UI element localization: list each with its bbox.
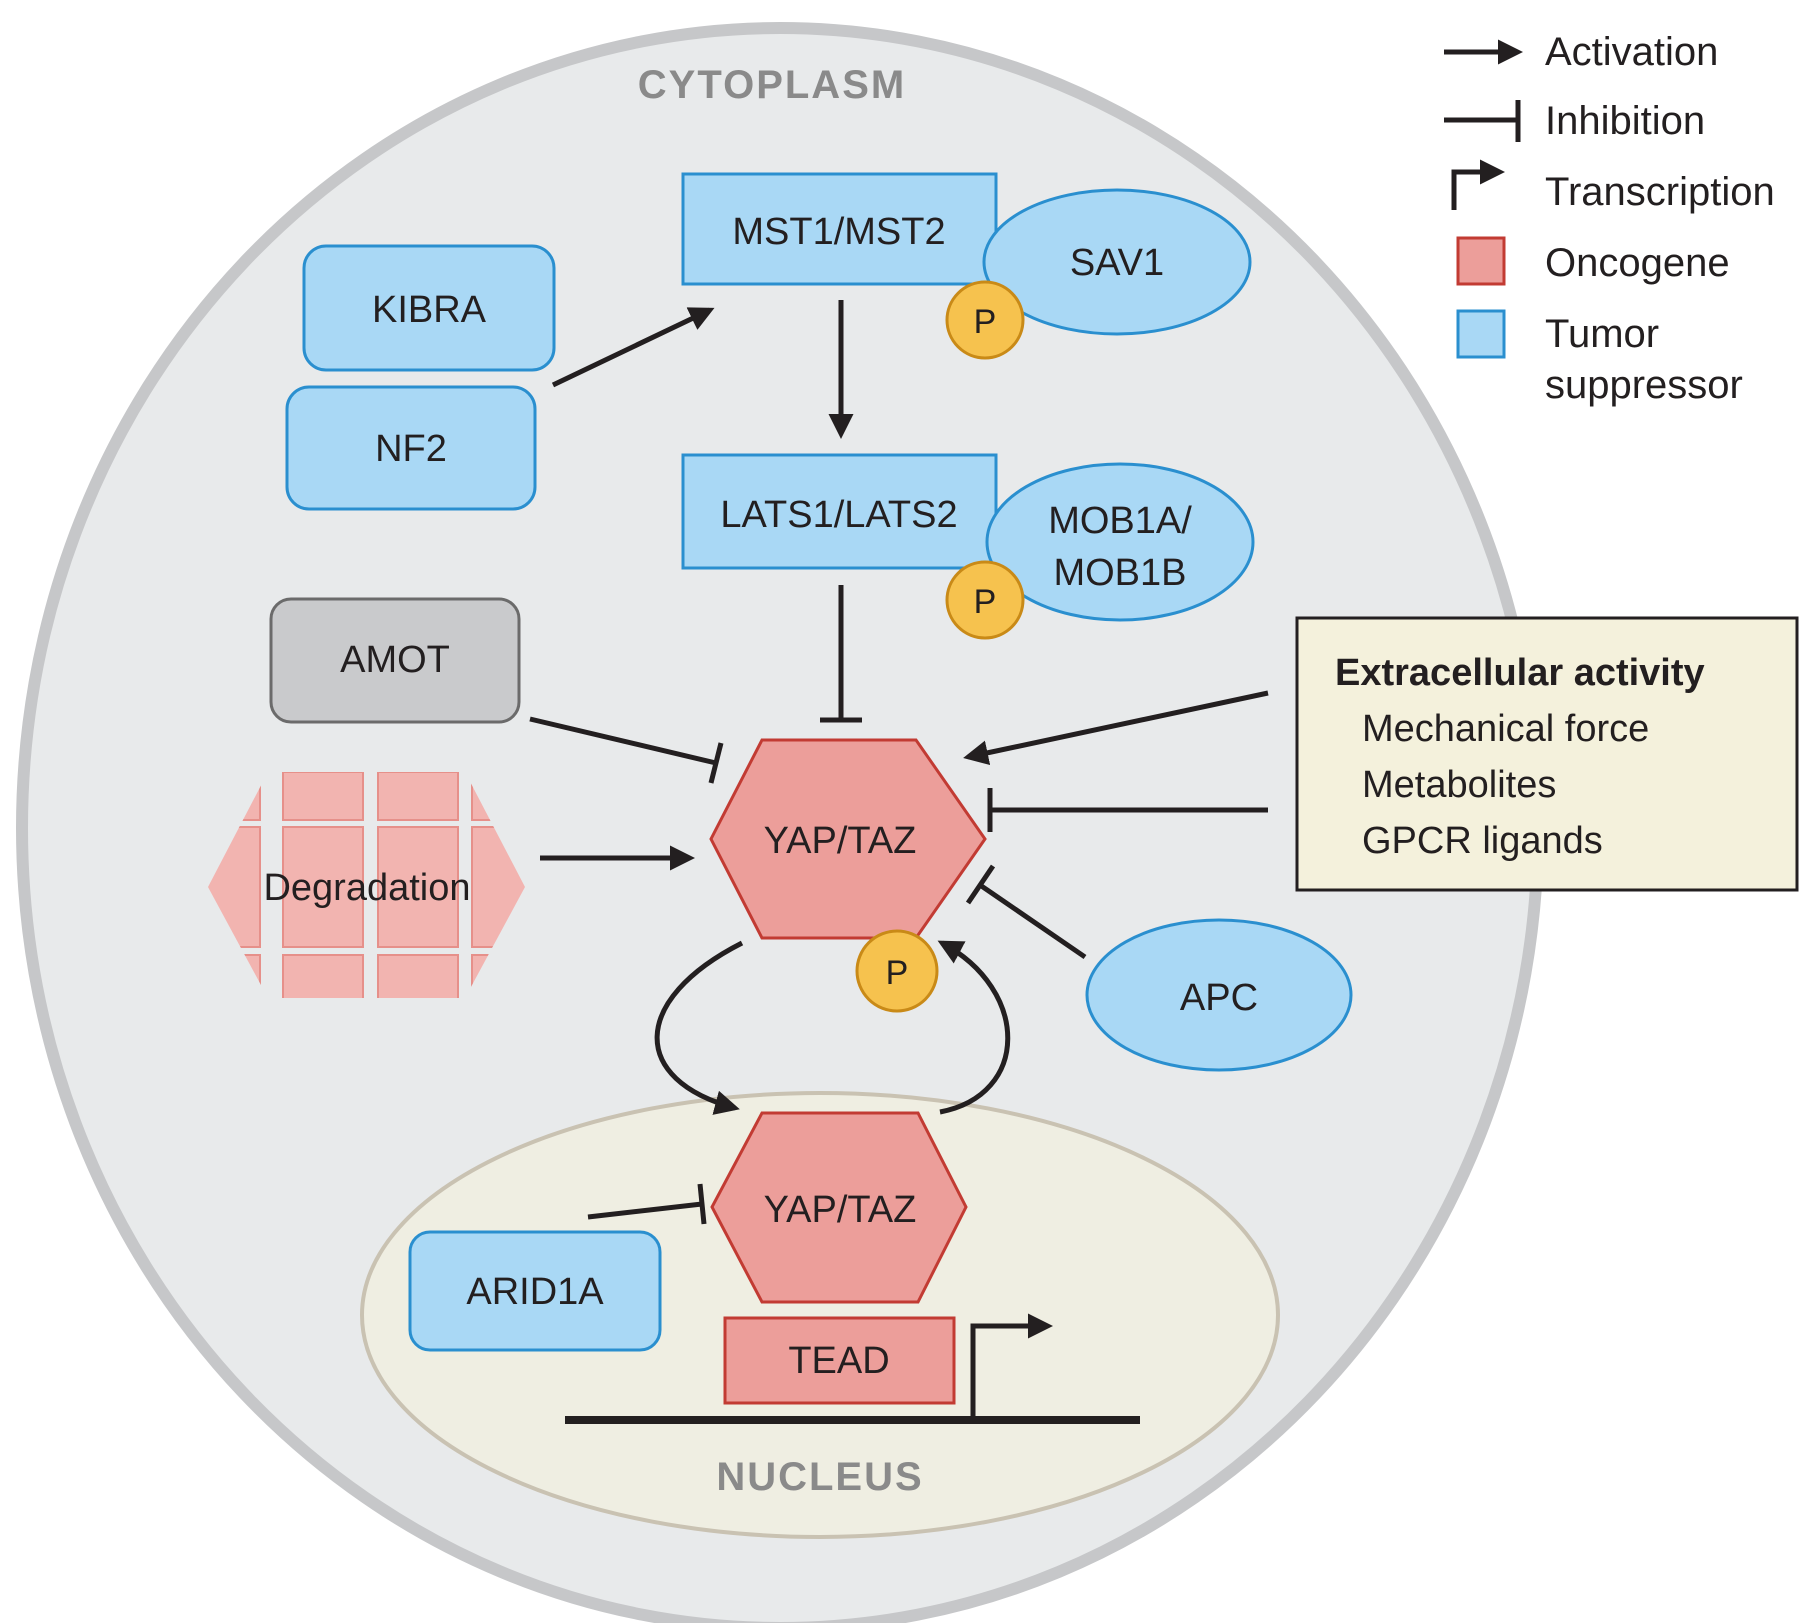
inhibition-bar-arid1a (697, 1183, 707, 1225)
amot-node (269, 597, 521, 724)
tead-label: TEAD (788, 1340, 889, 1382)
phosphate-lats-label: P (974, 583, 997, 621)
extracellular-activity-box: Extracellular activity Mechanical force … (1295, 616, 1799, 892)
amot-label: AMOT (340, 639, 450, 681)
phosphate-mst (945, 280, 1025, 360)
extracellular-title: Extracellular activity (1335, 652, 1705, 694)
inhibition-amot-to-yaptaz (529, 716, 717, 766)
legend-oncogene-label: Oncogene (1545, 241, 1730, 285)
sav1-node (982, 188, 1252, 336)
activation-arrow-extracellular-to-yaptaz (963, 690, 1269, 766)
extracellular-item-3: GPCR ligands (1362, 820, 1603, 862)
apc-node (1085, 918, 1353, 1072)
legend: Activation Inhibition Transcription Onco… (1444, 30, 1775, 407)
inhibition-bar-amot (708, 742, 724, 784)
degradation-label: Degradation (263, 867, 470, 909)
arid1a-node (408, 1230, 662, 1352)
activation-arrow-kibra-nf2-to-mst (551, 307, 715, 388)
arid1a-label: ARID1A (466, 1271, 604, 1313)
extracellular-item-2: Metabolites (1362, 764, 1556, 806)
mob1-node (985, 462, 1255, 622)
legend-inhibition-label: Inhibition (1545, 99, 1705, 143)
yaptaz-nucleus-node (710, 1111, 968, 1304)
mob1-label-line1: MOB1A/ (1048, 500, 1192, 542)
legend-tumor-suppressor-swatch (1456, 309, 1506, 359)
yaptaz-nucleus-label: YAP/TAZ (764, 1189, 917, 1231)
mst-label: MST1/MST2 (732, 211, 945, 253)
legend-tumor-suppressor-label-1: Tumor (1545, 312, 1659, 356)
phosphate-yaptaz (855, 929, 939, 1013)
mob1-label-line2: MOB1B (1053, 552, 1186, 594)
sav1-label: SAV1 (1070, 242, 1164, 284)
legend-tumor-suppressor-label-2: suppressor (1545, 363, 1743, 407)
phosphate-yaptaz-label: P (886, 954, 909, 992)
legend-oncogene-swatch (1456, 236, 1506, 286)
yaptaz-cytoplasm-label: YAP/TAZ (764, 820, 917, 862)
legend-transcription-icon (1451, 159, 1505, 210)
apc-label: APC (1180, 977, 1258, 1019)
phosphate-lats (945, 560, 1025, 640)
edges (529, 300, 1269, 1424)
legend-transcription-label: Transcription (1545, 170, 1775, 214)
nucleus-membrane (360, 1091, 1280, 1539)
nuclear-import-arrow (654, 940, 744, 1115)
nuclear-export-arrow (937, 940, 1011, 1115)
kibra-node (302, 244, 556, 372)
transcription-arrow (970, 1313, 1053, 1420)
lats-node (681, 453, 998, 570)
lats-label: LATS1/LATS2 (720, 494, 957, 536)
tead-node (723, 1316, 956, 1405)
mst-node (681, 172, 998, 286)
inhibition-apc-to-yaptaz (978, 882, 1087, 960)
nucleus-label: NUCLEUS (716, 1455, 923, 1499)
cytoplasm-label: CYTOPLASM (638, 63, 906, 107)
nf2-node (285, 385, 537, 511)
inhibition-bar-apc (965, 864, 996, 905)
extracellular-item-1: Mechanical force (1362, 708, 1649, 750)
legend-activation-label: Activation (1545, 30, 1718, 74)
kibra-label: KIBRA (372, 289, 487, 331)
nf2-label: NF2 (375, 428, 447, 470)
inhibition-arid1a-to-yaptaz (587, 1201, 703, 1220)
phosphate-mst-label: P (974, 303, 997, 341)
